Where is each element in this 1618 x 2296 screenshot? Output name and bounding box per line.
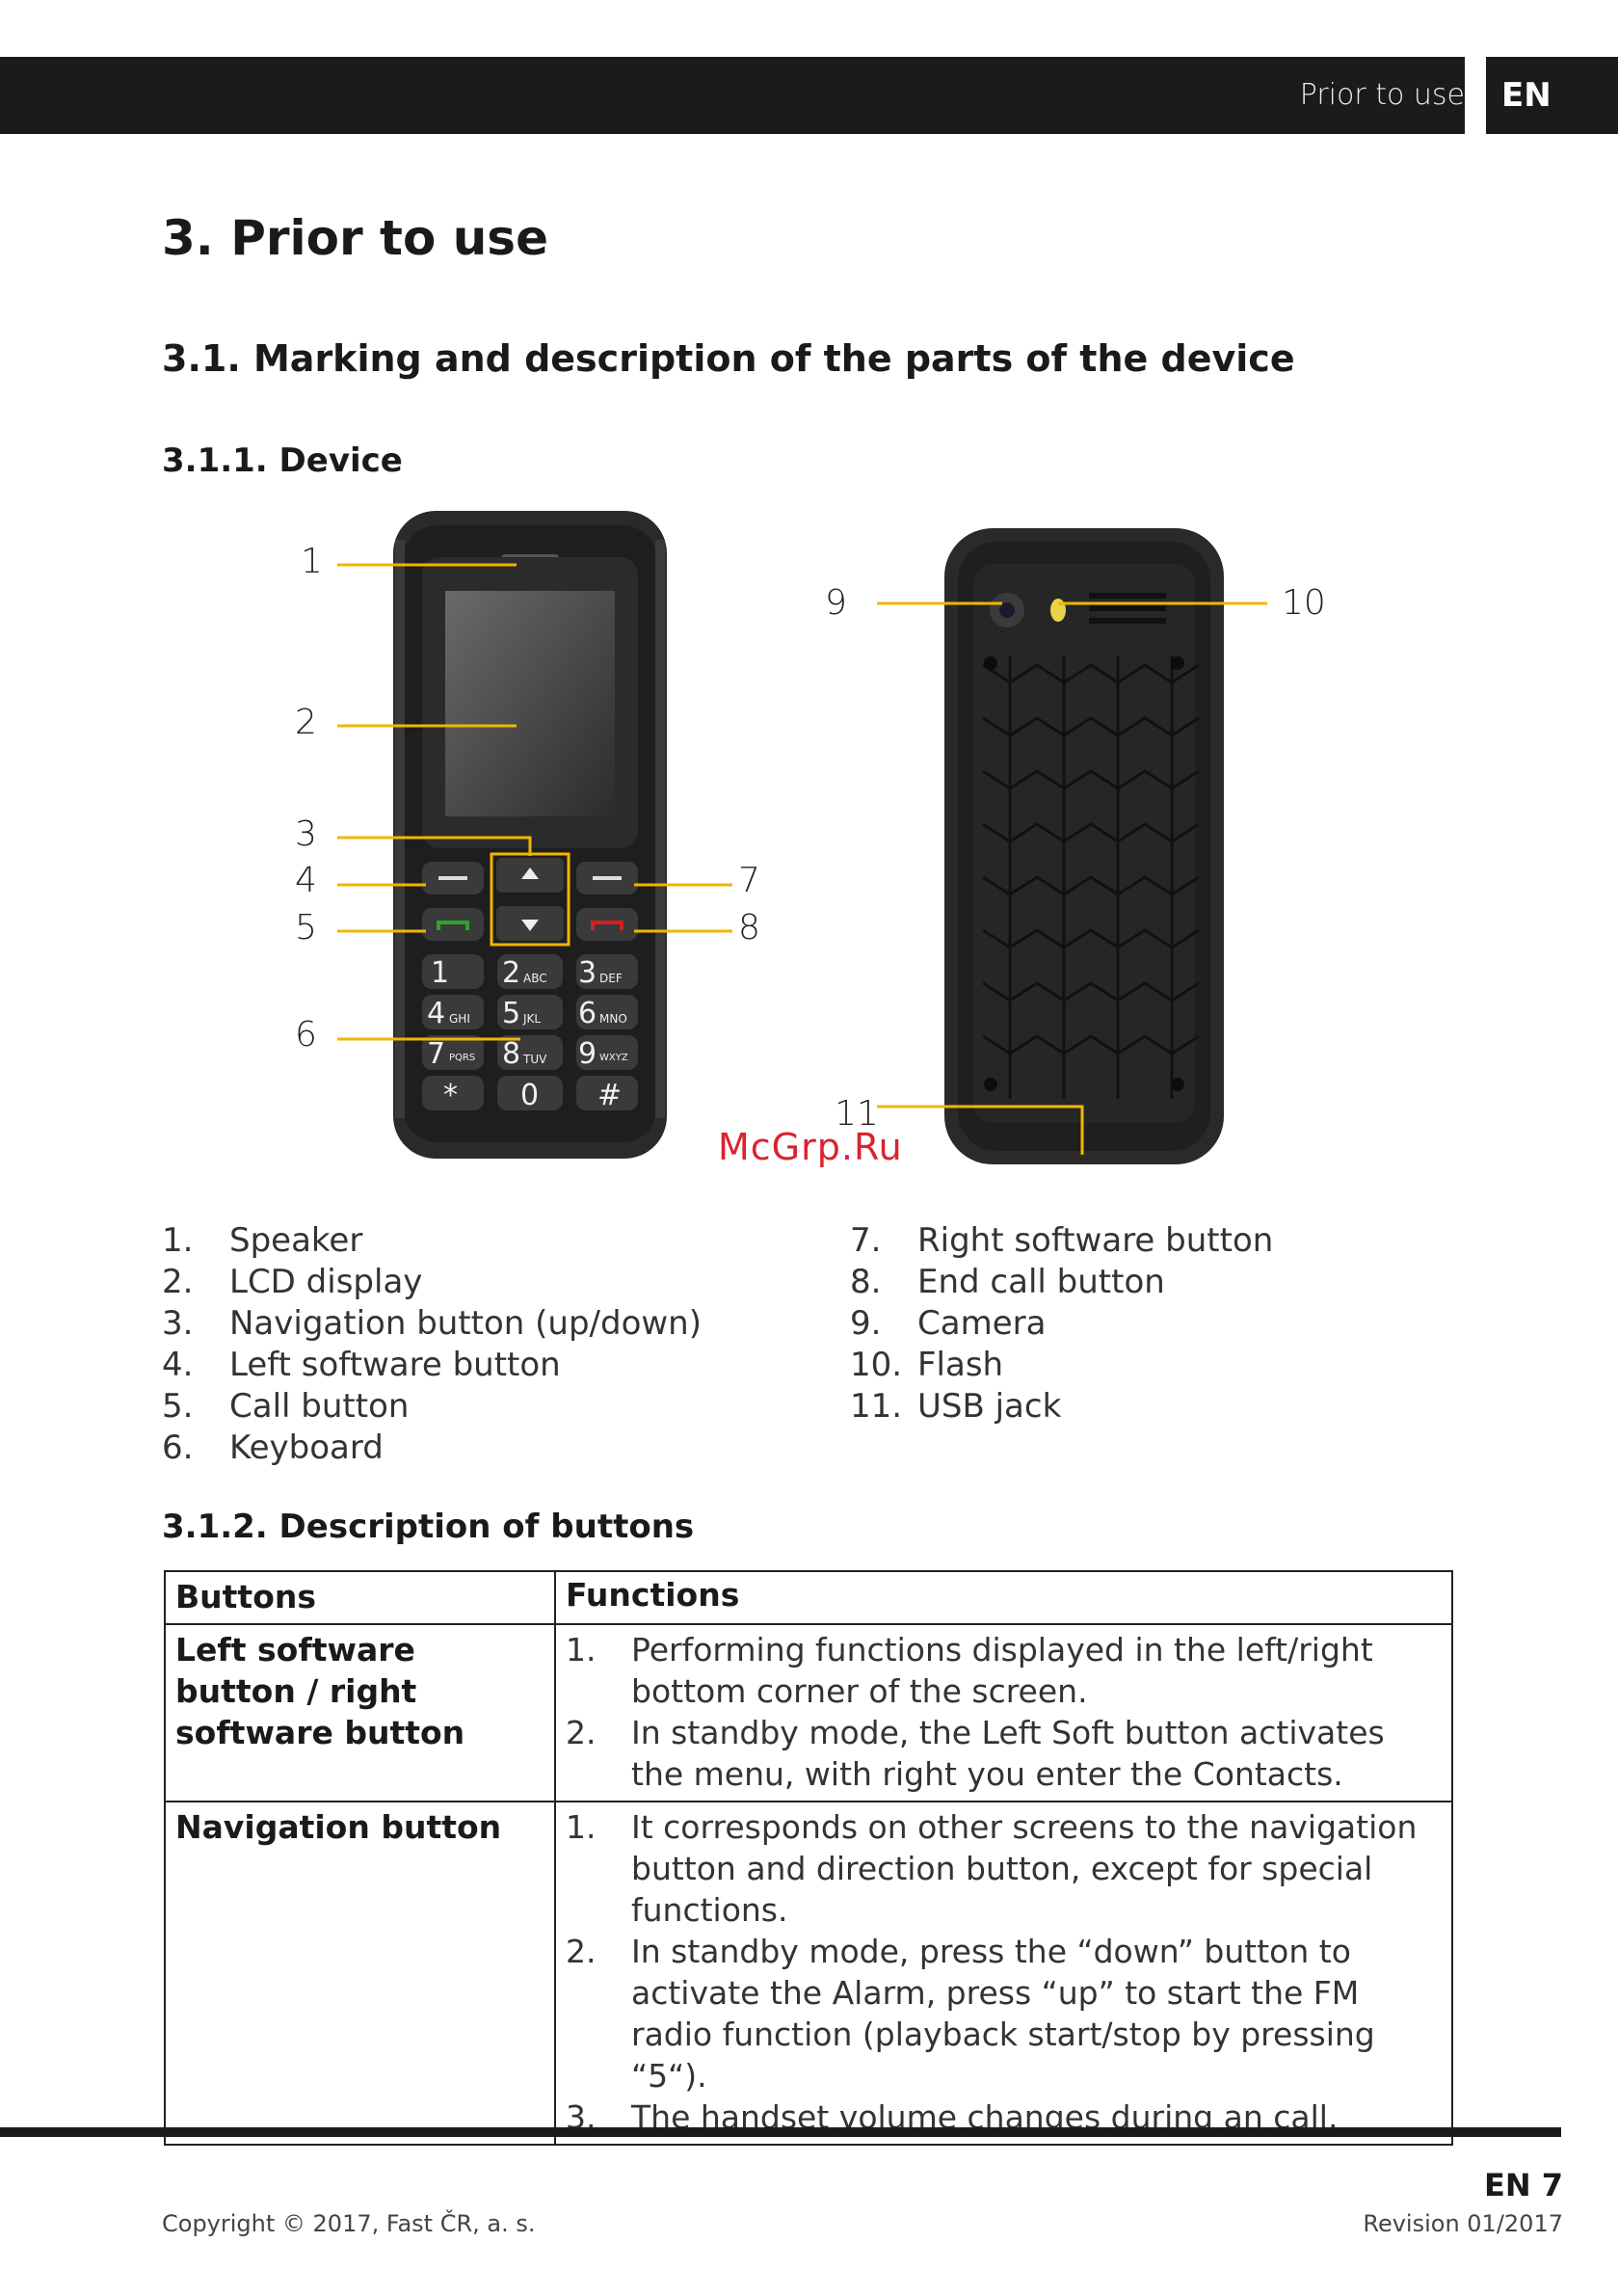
callout-11: 11 — [835, 1094, 879, 1134]
table-header-row: Buttons Functions — [164, 1570, 1453, 1625]
table-cell-functions: 1.Performing functions displayed in the … — [554, 1623, 1453, 1802]
footer-rule — [0, 2127, 1561, 2137]
key-3-letters: DEF — [599, 972, 623, 985]
list-item: 10.Flash — [850, 1346, 1004, 1384]
key-hash-label: # — [597, 1079, 622, 1112]
function-item: 1.It corresponds on other screens to the… — [566, 1808, 1418, 1929]
list-item: 6.Keyboard — [162, 1428, 384, 1467]
callout-9: 9 — [825, 583, 847, 623]
key-7-label: 7 — [427, 1037, 445, 1071]
callout-4: 4 — [295, 861, 317, 900]
key-4-letters: GHI — [449, 1012, 470, 1026]
list-item: 1.Speaker — [162, 1221, 363, 1260]
list-item: 8.End call button — [850, 1263, 1165, 1301]
watermark: McGrp.Ru — [718, 1126, 903, 1168]
list-item: 4.Left software button — [162, 1346, 561, 1384]
list-item: 2.LCD display — [162, 1263, 423, 1301]
list-item: 9.Camera — [850, 1304, 1047, 1343]
subsection-device-title: 3.1.1. Device — [162, 441, 403, 480]
list-item: 5.Call button — [162, 1387, 410, 1426]
key-6-letters: MNO — [599, 1012, 627, 1026]
phone-front-image: 1 2 ABC 3 DEF 4 GHI 5 JKL 6 MNO 7 PQRS 8… — [337, 511, 732, 1159]
key-9-label: 9 — [578, 1037, 597, 1071]
function-item: 2.In standby mode, the Left Soft button … — [566, 1714, 1385, 1793]
key-7-letters: PQRS — [449, 1053, 475, 1063]
key-2-label: 2 — [502, 956, 520, 990]
key-1-label: 1 — [431, 956, 449, 990]
table-header-functions: Functions — [554, 1570, 1453, 1625]
key-0-label: 0 — [520, 1079, 539, 1112]
subsection-buttons-title: 3.1.2. Description of buttons — [162, 1508, 695, 1546]
chapter-title: 3. Prior to use — [162, 210, 548, 266]
callout-7: 7 — [738, 861, 760, 900]
key-9-letters: WXYZ — [599, 1053, 628, 1063]
copyright-text: Copyright © 2017, Fast ČR, a. s. — [162, 2210, 536, 2237]
key-8-letters: TUV — [522, 1053, 547, 1066]
key-2-letters: ABC — [523, 972, 547, 985]
front-callout-lines — [337, 563, 732, 1041]
parts-list-right: 7.Right software button 8.End call butto… — [850, 1220, 1273, 1428]
list-item: 11.USB jack — [850, 1387, 1062, 1426]
list-item: 7.Right software button — [850, 1221, 1274, 1260]
key-3-label: 3 — [578, 956, 597, 990]
callout-3: 3 — [295, 814, 317, 854]
callout-2: 2 — [295, 703, 317, 742]
key-5-label: 5 — [502, 997, 520, 1030]
key-4-label: 4 — [427, 997, 445, 1030]
callout-5: 5 — [295, 908, 317, 948]
revision-text: Revision 01/2017 — [1363, 2210, 1563, 2237]
parts-list-left: 1.Speaker 2.LCD display 3.Navigation but… — [162, 1220, 702, 1469]
table-header-buttons: Buttons — [164, 1570, 556, 1625]
key-star-label: * — [443, 1079, 458, 1112]
table-cell-functions: 1.It corresponds on other screens to the… — [554, 1801, 1453, 2146]
table-cell-button: Navigation button — [164, 1801, 556, 2146]
table-cell-button: Left software button / right software bu… — [164, 1623, 556, 1802]
section-title: 3.1. Marking and description of the part… — [162, 337, 1295, 380]
header-section-title: Prior to use — [1299, 78, 1465, 112]
back-callout-lines — [877, 601, 1267, 1155]
header-language-badge: EN — [1486, 57, 1618, 134]
phone-back-image — [877, 528, 1267, 1164]
key-8-label: 8 — [502, 1037, 520, 1071]
list-item: 3.Navigation button (up/down) — [162, 1304, 702, 1343]
key-5-letters: JKL — [522, 1012, 541, 1026]
callout-6: 6 — [295, 1015, 317, 1055]
device-diagram: 1 2 ABC 3 DEF 4 GHI 5 JKL 6 MNO 7 PQRS 8… — [337, 511, 1267, 1164]
callout-10: 10 — [1282, 583, 1326, 623]
callout-1: 1 — [301, 542, 323, 581]
table-row: Left software button / right software bu… — [164, 1623, 1453, 1802]
function-item: 1.Performing functions displayed in the … — [566, 1631, 1373, 1710]
function-item: 2.In standby mode, press the “down” butt… — [566, 1933, 1375, 2095]
callout-8: 8 — [738, 908, 760, 948]
table-row: Navigation button 1.It corresponds on ot… — [164, 1801, 1453, 2146]
page-number: EN 7 — [1483, 2167, 1563, 2203]
key-6-label: 6 — [578, 997, 597, 1030]
keypad — [422, 954, 638, 1110]
header-bar — [0, 57, 1465, 134]
buttons-table: Buttons Functions Left software button /… — [164, 1570, 1453, 2146]
